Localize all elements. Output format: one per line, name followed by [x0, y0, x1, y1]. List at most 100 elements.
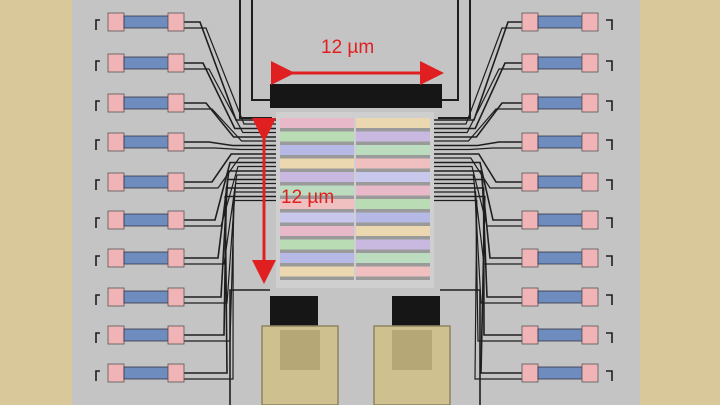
stripe-separator: [280, 249, 354, 253]
right-trace: [434, 191, 522, 342]
stripe-separator: [356, 195, 430, 199]
right-trace: [434, 108, 522, 142]
stripe-separator: [280, 236, 354, 240]
array-stripe: [280, 253, 354, 263]
stripe-separator: [356, 182, 430, 186]
array-stripe: [280, 158, 354, 169]
right-pad-lead: [606, 217, 613, 228]
array-stripe: [280, 172, 354, 182]
array-stripe: [356, 199, 430, 209]
right-resistor-pad: [521, 248, 599, 268]
stripe-separator: [280, 222, 354, 226]
stripe-separator: [356, 141, 430, 145]
array-stripe: [280, 239, 354, 250]
left-resistor-pad: [107, 210, 185, 230]
right-pad-lead: [606, 139, 613, 150]
array-stripe: [356, 239, 430, 250]
right-resistor-pad: [521, 53, 599, 73]
stripe-array: [280, 118, 430, 280]
right-pad-lead: [606, 100, 613, 111]
right-pad-lead: [606, 332, 613, 343]
left-pad-lead: [95, 100, 100, 111]
height-label: 12 µm: [281, 187, 335, 208]
right-trace: [434, 21, 522, 121]
left-pad-lead: [95, 139, 100, 150]
array-stripe: [280, 226, 354, 236]
stripe-separator: [280, 141, 354, 145]
array-stripe: [356, 145, 430, 155]
array-stripe: [356, 226, 430, 236]
array-stripe: [356, 158, 430, 169]
bottom-electrode-right: [392, 296, 440, 330]
array-stripe: [356, 131, 430, 142]
stripe-separator: [356, 155, 430, 159]
gold-contact-right-inner: [392, 330, 432, 370]
right-pad-lead: [606, 294, 613, 305]
left-resistor-pad: [107, 287, 185, 307]
right-trace: [434, 182, 522, 304]
array-stripe: [280, 145, 354, 155]
left-pad-lead: [95, 60, 100, 71]
right-resistor-pad: [521, 363, 599, 383]
stripe-separator: [280, 128, 354, 132]
top-right-lead: [442, 0, 459, 101]
array-stripe: [280, 131, 354, 142]
stripe-separator: [356, 128, 430, 132]
array-stripe: [280, 266, 354, 277]
right-resistor-pad: [521, 12, 599, 32]
stripe-separator: [280, 155, 354, 159]
stripe-separator: [280, 209, 354, 213]
stripe-separator: [356, 249, 430, 253]
stripe-separator: [280, 182, 354, 186]
right-trace: [434, 161, 522, 221]
left-resistor-pad: [107, 363, 185, 383]
right-trace: [434, 68, 522, 134]
left-resistor-pad: [107, 12, 185, 32]
right-pad-lead: [606, 60, 613, 71]
right-trace: [434, 174, 522, 265]
left-trace: [184, 195, 276, 374]
array-stripe: [356, 212, 430, 223]
right-trace: [434, 157, 522, 189]
left-resistor-pad: [107, 172, 185, 192]
left-resistor-pad: [107, 248, 185, 268]
left-pad-lead: [95, 255, 100, 266]
left-resistor-pad: [107, 132, 185, 152]
array-stripe: [356, 118, 430, 128]
gold-left-region: [0, 0, 72, 405]
right-resistor-pad: [521, 93, 599, 113]
resistor-pads: [107, 12, 599, 383]
array-stripe: [356, 266, 430, 277]
stripe-separator: [280, 263, 354, 267]
stripe-separator: [356, 209, 430, 213]
left-pad-lead: [95, 332, 100, 343]
right-trace: [434, 27, 522, 125]
array-stripe: [356, 185, 430, 196]
right-trace: [434, 62, 522, 130]
gold-contact-left-inner: [280, 330, 320, 370]
right-trace: [434, 141, 522, 147]
top-right-lead: [438, 0, 471, 119]
stripe-separator: [280, 276, 354, 280]
array-stripe: [356, 172, 430, 182]
left-pad-lead: [95, 217, 100, 228]
bottom-electrode-left: [270, 296, 318, 330]
array-stripe: [280, 212, 354, 223]
array-stripe: [280, 199, 354, 209]
left-pad-lead: [95, 294, 100, 305]
right-pad-lead: [606, 370, 613, 381]
stripe-separator: [356, 263, 430, 267]
gold-right-region: [640, 0, 720, 405]
left-pad-lead: [95, 370, 100, 381]
left-resistor-pad: [107, 93, 185, 113]
width-label: 12 µm: [321, 37, 375, 58]
stripe-separator: [356, 276, 430, 280]
array-stripe: [356, 253, 430, 263]
left-trace: [184, 178, 276, 298]
left-resistor-pad: [107, 53, 185, 73]
right-trace: [434, 147, 522, 151]
stripe-separator: [356, 168, 430, 172]
top-electrode: [270, 84, 442, 108]
stripe-separator: [356, 222, 430, 226]
